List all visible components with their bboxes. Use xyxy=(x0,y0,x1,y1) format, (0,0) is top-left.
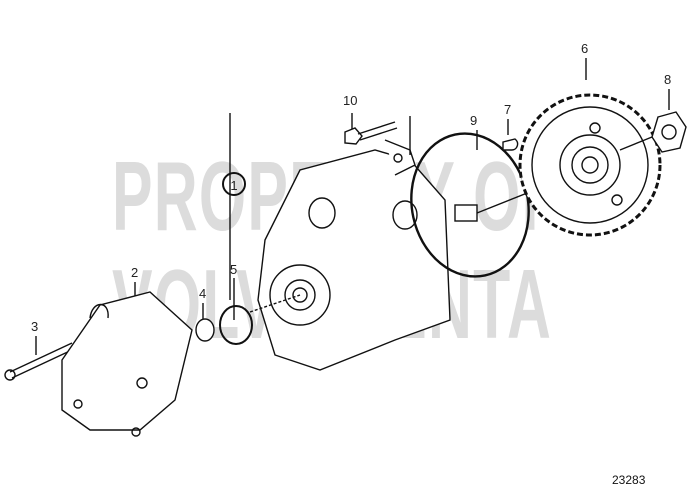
group-label-1: 1 xyxy=(222,172,246,196)
callout-4: 4 xyxy=(199,286,207,301)
callout-2: 2 xyxy=(131,265,139,280)
callout-10: 10 xyxy=(343,93,358,108)
callout-5: 5 xyxy=(230,262,238,277)
callout-8: 8 xyxy=(664,72,672,87)
drawing-reference-number: 23283 xyxy=(612,473,646,487)
callout-6: 6 xyxy=(581,41,589,56)
callout-3: 3 xyxy=(31,319,39,334)
callout-9: 9 xyxy=(470,113,478,128)
callout-7: 7 xyxy=(504,102,512,117)
